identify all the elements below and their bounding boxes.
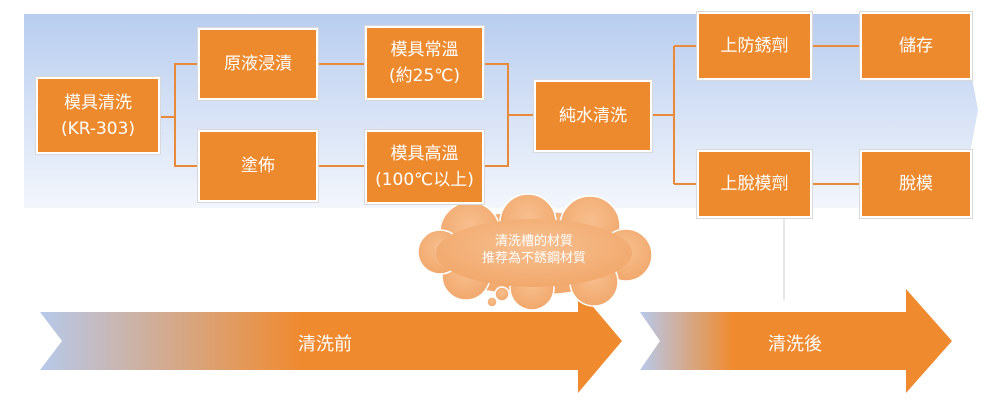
- step-high-temp-detail: (100℃以上): [375, 170, 474, 190]
- step-storage-title: 儲存: [899, 36, 933, 56]
- step-pure-water: 純水清洗: [534, 80, 652, 152]
- step-coat-title: 塗佈: [241, 156, 275, 176]
- flow-band: [24, 14, 978, 208]
- step-demold-title: 脫模: [899, 174, 933, 194]
- step-room-temp-detail: (約25℃): [389, 66, 460, 86]
- step-mold-clean-title: 模具清洗: [64, 92, 132, 113]
- after-arrow: [640, 289, 952, 393]
- step-mold-clean-code: (KR-303): [60, 118, 136, 139]
- step-room-temp: 模具常溫 (約25℃): [365, 26, 484, 100]
- step-release: 上脫模劑: [697, 150, 812, 218]
- step-storage: 儲存: [860, 12, 972, 80]
- step-release-title: 上脫模劑: [720, 174, 789, 194]
- step-high-temp: 模具高溫 (100℃以上): [365, 130, 484, 204]
- step-rust-title: 上防銹劑: [720, 36, 789, 56]
- callout-cloud: [417, 193, 653, 311]
- step-coat: 塗佈: [198, 130, 318, 202]
- step-high-temp-title: 模具高溫: [390, 144, 459, 164]
- step-dip: 原液浸漬: [198, 28, 318, 100]
- callout-text: 清洗槽的材質 推荐為不銹鋼材質: [454, 233, 614, 267]
- before-arrow: [40, 289, 622, 393]
- step-pure-water-title: 純水清洗: [559, 106, 627, 126]
- step-mold-clean: 模具清洗 (KR-303): [36, 77, 160, 154]
- callout-line-1: 清洗槽的材質: [494, 234, 573, 249]
- step-rust: 上防銹劑: [697, 12, 812, 80]
- step-room-temp-title: 模具常溫: [390, 40, 459, 60]
- phase-before-label: 清洗前: [298, 334, 352, 355]
- callout-line-2: 推荐為不銹鋼材質: [481, 251, 586, 266]
- step-dip-title: 原液浸漬: [224, 54, 292, 74]
- step-demold: 脫模: [860, 150, 972, 218]
- phase-after-label: 清洗後: [768, 334, 822, 355]
- connectors: [160, 45, 860, 185]
